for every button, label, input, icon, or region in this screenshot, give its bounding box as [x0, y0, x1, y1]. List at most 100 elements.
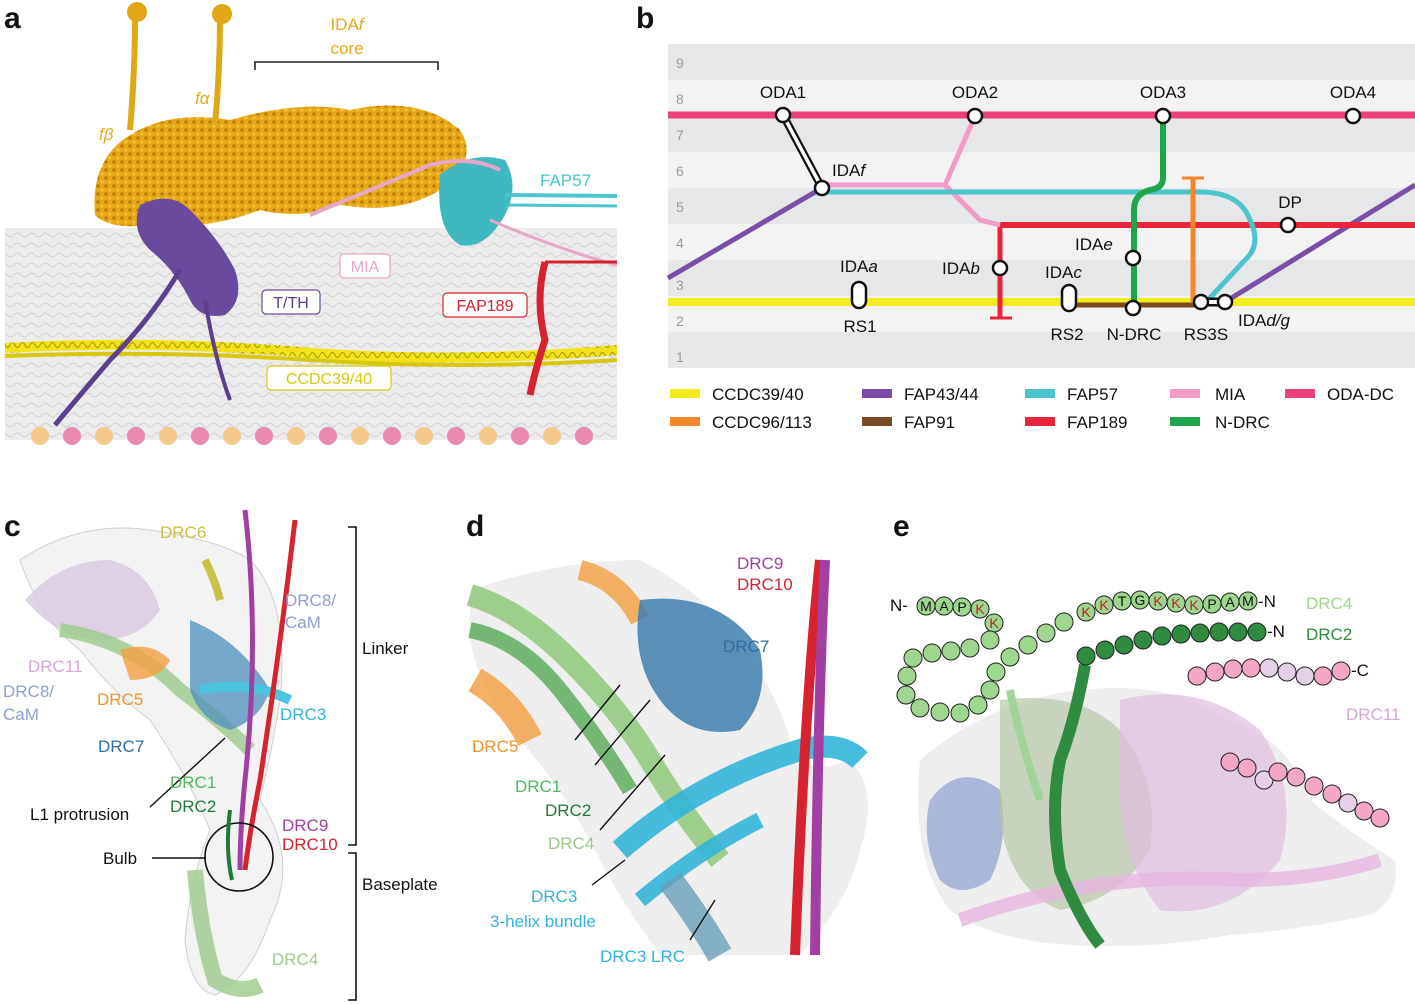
panel-c-labels: DRC6 DRC8/ CaM DRC11 DRC8/ CaM DRC5 DRC3… [3, 523, 438, 969]
residue: G [1135, 592, 1146, 608]
label-ccdc: CCDC39/40 [286, 371, 372, 388]
label-drc8-cam-top: DRC8/ [285, 591, 336, 610]
panel-letter-c: c [4, 510, 21, 543]
label-drc9: DRC9 [282, 816, 328, 835]
label-core: core [330, 39, 363, 58]
node-idaa: IDAa [840, 257, 878, 276]
row-number: 3 [676, 277, 684, 293]
panel-letter-e: e [893, 510, 910, 543]
label-f-alpha: fα [195, 89, 211, 108]
residue: K [989, 615, 999, 631]
label-e-drc4: DRC4 [1306, 594, 1352, 613]
row-number: 4 [676, 235, 684, 251]
label-drc10: DRC10 [282, 835, 338, 854]
label-d-helix: 3-helix bundle [490, 912, 596, 931]
residue: K [1171, 595, 1181, 611]
node-idac: IDAc [1045, 263, 1082, 282]
node-rs3s: RS3S [1184, 325, 1228, 344]
node-rs2: RS2 [1050, 325, 1083, 344]
label-box-t-th [261, 289, 321, 315]
label-e-drc2: DRC2 [1306, 625, 1352, 644]
label-linker: Linker [362, 639, 409, 658]
drc11-c-terminus: -C [1351, 661, 1369, 680]
label-d-drc9: DRC9 [737, 554, 783, 573]
row-number: 5 [676, 199, 684, 215]
label-drc5: DRC5 [97, 690, 143, 709]
drc2-sequence: -N DRC2 [1076, 622, 1352, 666]
legend-label: CCDC39/40 [712, 385, 804, 404]
label-fap57: FAP57 [540, 171, 591, 190]
node-labels: ODA1 ODA2 ODA3 ODA4 IDAf DP IDAe IDAa ID… [760, 83, 1376, 344]
panel-b-diagram [666, 44, 1415, 368]
panel-c-structure [19, 509, 357, 1001]
row-number-labels: 9 8 7 6 5 4 3 2 1 [676, 55, 684, 365]
label-mia: MIA [351, 259, 380, 276]
legend-label: FAP189 [1067, 413, 1128, 432]
node-idadg: IDAd/g [1238, 311, 1291, 330]
label-f-beta: fβ [99, 125, 114, 144]
label-d-drc3: DRC3 [531, 887, 577, 906]
node-rs1: RS1 [843, 317, 876, 336]
label-drc8-cam-top-2: CaM [285, 613, 321, 632]
label-drc3: DRC3 [280, 705, 326, 724]
ccdc-helix [4, 339, 618, 363]
label-drc6: DRC6 [160, 523, 206, 542]
label-d-lrc: DRC3 LRC [600, 947, 685, 966]
legend-swatch [1025, 417, 1055, 426]
row-number: 7 [676, 127, 684, 143]
node-idaf: IDAf [832, 161, 867, 180]
node-oda2: ODA2 [952, 83, 998, 102]
label-drc4: DRC4 [272, 950, 318, 969]
residue: K [1099, 597, 1109, 613]
fap57-density [439, 157, 618, 246]
panel-a-structure [4, 2, 618, 445]
mia-strand [309, 159, 501, 217]
label-box-fap189 [442, 292, 528, 318]
node-idab: IDAb [942, 259, 980, 278]
panel-e-structure [918, 663, 1396, 949]
panel-letter-b: b [636, 2, 655, 35]
node-ndrc: N-DRC [1107, 325, 1162, 344]
drc4-n-terminus-right: -N [1258, 592, 1276, 611]
legend-label: FAP57 [1067, 385, 1118, 404]
label-l1-protrusion: L1 protrusion [30, 805, 129, 824]
label-e-drc11: DRC11 [1346, 705, 1400, 724]
label-bulb: Bulb [103, 849, 137, 868]
residue: K [1153, 593, 1163, 609]
label-baseplate: Baseplate [362, 875, 438, 894]
label-d-drc4: DRC4 [548, 834, 594, 853]
label-d-drc10: DRC10 [737, 575, 793, 594]
residue: K [1081, 604, 1091, 620]
row-number: 8 [676, 91, 684, 107]
panel-letter-a: a [4, 2, 21, 35]
residue: M [920, 598, 932, 614]
drc4-n-terminus: N- [890, 596, 908, 615]
label-d-drc1: DRC1 [515, 777, 561, 796]
node-idae: IDAe [1075, 235, 1113, 254]
row-number: 9 [676, 55, 684, 71]
legend: CCDC39/40 FAP43/44 FAP57 MIA ODA-DC CCDC… [670, 385, 1394, 432]
residue: P [1207, 596, 1216, 612]
t-th-density [53, 198, 239, 427]
label-d-drc5: DRC5 [472, 737, 518, 756]
residue: K [1189, 597, 1199, 613]
residue: K [975, 601, 985, 617]
drc4-sequence: N- M A P K K K K T G [890, 590, 1352, 723]
microtubule-wall [5, 228, 617, 440]
residue: P [957, 599, 966, 615]
legend-label: CCDC96/113 [712, 413, 812, 432]
legend-label: FAP91 [904, 413, 955, 432]
panel-d-labels: DRC9 DRC10 DRC7 DRC5 DRC1 DRC2 DRC4 DRC3… [472, 554, 793, 966]
fap189-strand [526, 261, 549, 396]
row-number: 1 [676, 349, 684, 365]
residue: A [939, 598, 949, 614]
drc11-sequence: -C DRC11 [1187, 658, 1400, 828]
row-number: 6 [676, 163, 684, 179]
label-idaf: IDAf [330, 15, 365, 34]
legend-label: FAP43/44 [904, 385, 979, 404]
label-d-drc2: DRC2 [545, 801, 591, 820]
label-t-th: T/TH [273, 295, 309, 312]
drc2-n-terminus: -N [1267, 622, 1285, 641]
node-oda3: ODA3 [1140, 83, 1186, 102]
